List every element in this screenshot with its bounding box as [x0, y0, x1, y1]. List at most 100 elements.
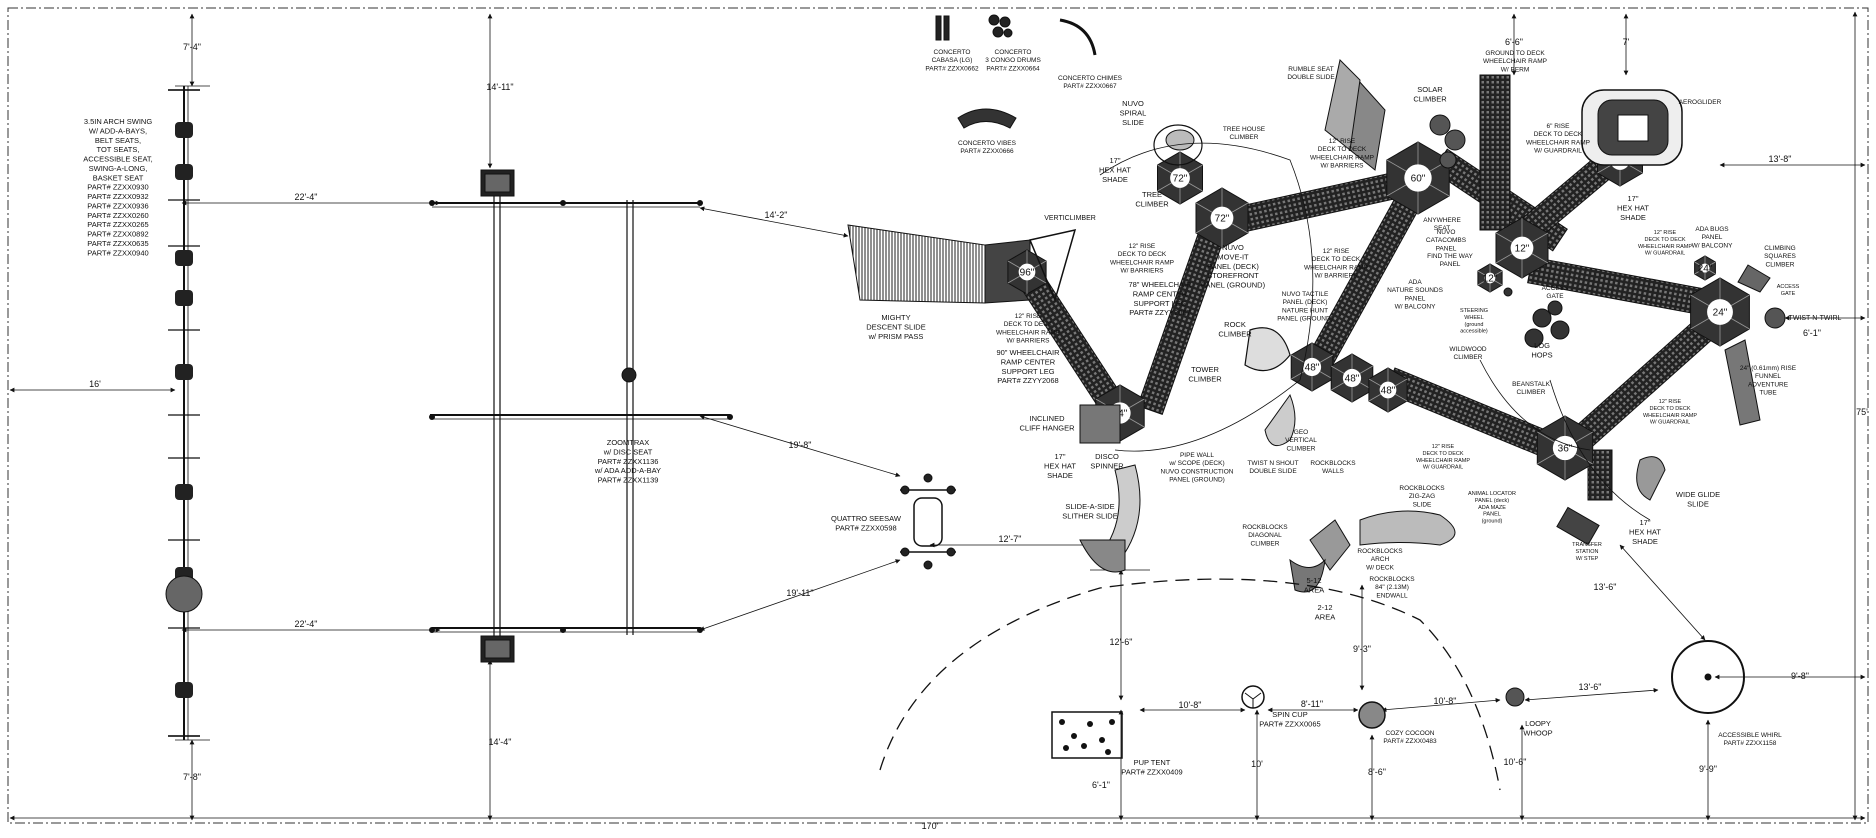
- animal-locator-label: (ground): [1482, 519, 1503, 525]
- swing-seat: [175, 164, 193, 180]
- loopy-whoop-label: WHOOP: [1523, 728, 1552, 737]
- tactile-panel-label: NATURE HUNT: [1282, 307, 1328, 314]
- ramp-label: DECK TO DECK: [1534, 131, 1583, 138]
- hex-hat-label: HEX HAT: [1617, 203, 1649, 212]
- seesaw-label: PART# ZZXX0598: [835, 523, 896, 532]
- dimension-label: 12'-7": [999, 534, 1022, 544]
- swing-seat: [175, 364, 193, 380]
- ramp-label: 12" RISE: [1329, 138, 1356, 145]
- zoomtrax-label: PART# ZZXX1136: [598, 457, 659, 466]
- rockblocks-label: W/ DECK: [1366, 564, 1394, 571]
- ramp-label: 12" RISE: [1129, 243, 1156, 250]
- zoomtrax-post: [727, 414, 733, 420]
- loopy-whoop: [1505, 687, 1525, 707]
- tactile-panel-label: PANEL (GROUND): [1277, 315, 1333, 322]
- tent-hole: [1063, 745, 1069, 751]
- funnel-tube-label: FUNNEL: [1755, 373, 1781, 380]
- spiral-slide-label: NUVO: [1122, 99, 1144, 108]
- log-hops-label: HOPS: [1531, 350, 1552, 359]
- zoomtrax-label: w/ ADA ADD-A-BAY: [594, 466, 661, 475]
- swing-label: PART# ZZXX0940: [87, 248, 148, 257]
- swing-label: BASKET SEAT: [93, 173, 144, 182]
- inclined-cliff-label: INCLINED: [1029, 414, 1065, 423]
- access-gate-label: ACCESS: [1777, 284, 1800, 290]
- ramp-label: WHEELCHAIR RAMP: [1643, 413, 1697, 419]
- area-separator: [879, 578, 1501, 791]
- twist-shout-label: DOUBLE SLIDE: [1249, 468, 1297, 475]
- ada-nature-label: NATURE SOUNDS: [1387, 287, 1444, 294]
- area-label: 5-12: [1306, 576, 1321, 585]
- ramp-label: 12" RISE: [1659, 399, 1682, 405]
- hex-hat-label: SHADE: [1620, 213, 1646, 222]
- ramp-label: DECK TO DECK: [1644, 237, 1685, 243]
- accessible-whirl: [1671, 640, 1745, 714]
- ramp-label: W/ GUARDRAIL: [1423, 465, 1463, 471]
- dimension-label: 8'-11": [1301, 699, 1323, 709]
- tactile-panel-label: NUVO TACTILE: [1282, 291, 1329, 298]
- deck-height-marker: [1379, 381, 1397, 399]
- dimension-label: 13'-8": [1769, 154, 1792, 164]
- ramp-label: WHEELCHAIR RAMP: [1416, 458, 1470, 464]
- ramp-label: DECK TO DECK: [1649, 406, 1690, 412]
- find-way-label: PANEL: [1440, 261, 1461, 268]
- dimension-label: 10': [1251, 759, 1263, 769]
- deck-height-marker: [1342, 368, 1362, 388]
- dimension-label: 170': [922, 821, 939, 831]
- rockblocks-label: ROCKBLOCKS: [1399, 485, 1445, 492]
- dimension-label: 12'-6": [1110, 637, 1133, 647]
- concerto-instruments: [935, 14, 1097, 129]
- deck-height-marker: [1484, 272, 1496, 284]
- pipe-wall-label: w/ SCOPE (DECK): [1168, 460, 1224, 467]
- ramp-label: WHEELCHAIR RAMP: [1304, 264, 1368, 271]
- deck-height: 12": [1483, 274, 1498, 285]
- ramp-label: DECK TO DECK: [1004, 321, 1053, 328]
- deck-height-marker: [1404, 164, 1432, 192]
- dimension-label: 19'-11": [786, 588, 813, 598]
- spin-cup-label: PART# ZZXX0065: [1259, 719, 1320, 728]
- rockblocks-label: ZIG-ZAG: [1409, 493, 1435, 500]
- vibes-label: PART# ZZXX0666: [960, 148, 1014, 155]
- deck-height-marker: [1018, 263, 1036, 281]
- deck-height-marker: [1700, 263, 1710, 273]
- spin-cup-label: SPIN CUP: [1272, 710, 1307, 719]
- rockblocks-label: ROCKBLOCKS: [1369, 576, 1415, 583]
- dimension-label: 6'-6": [1505, 37, 1523, 47]
- ada-nature-label: ADA: [1408, 279, 1422, 286]
- ramp-label: WHEELCHAIR RAMP: [1526, 139, 1590, 146]
- ramp-label: 6" RISE: [1547, 123, 1571, 130]
- ramp-label: WHEELCHAIR RAMP: [1638, 244, 1692, 250]
- pup-tent-label: PUP TENT: [1134, 758, 1171, 767]
- deck-height-marker: [1210, 206, 1234, 230]
- area-label: AREA: [1304, 585, 1324, 594]
- access-gate-label: ACCESS: [1542, 285, 1569, 292]
- ada-nature-label: PANEL: [1405, 295, 1426, 302]
- solar-climber-label: CLIMBER: [1413, 94, 1447, 103]
- tower-climber-label: TOWER: [1191, 365, 1219, 374]
- animal-locator-label: ANIMAL LOCATOR: [1468, 491, 1516, 497]
- ramp-label: DECK TO DECK: [1422, 451, 1463, 457]
- mighty-slide-label: w/ PRISM PASS: [868, 332, 924, 341]
- zoomtrax-post: [697, 627, 703, 633]
- disco-spinner-label: DISCO: [1095, 452, 1119, 461]
- dimension-label: 9'-9": [1699, 764, 1717, 774]
- ramp-label: 12" RISE: [1015, 313, 1042, 320]
- wheelchair-ramp-label: RAMP CENTER: [1001, 357, 1056, 366]
- zoomtrax-label: ZOOMTRAX: [607, 438, 650, 447]
- catacombs-label: PANEL: [1436, 245, 1457, 252]
- zoomtrax-post: [560, 200, 566, 206]
- dimension-label: 6'-1": [1092, 780, 1110, 790]
- vibes-label: CONCERTO VIBES: [958, 140, 1017, 147]
- funnel-tube-label: 24" (0.61mm) RISE: [1740, 365, 1797, 372]
- swing-label: ACCESSIBLE SEAT,: [83, 155, 152, 164]
- deck-height: 72": [1215, 214, 1230, 225]
- catacombs-label: NUVO: [1437, 229, 1456, 236]
- hex-hat-label: SHADE: [1102, 175, 1128, 184]
- animal-locator-label: PANEL: [1483, 512, 1501, 518]
- zoomtrax-label: w/ DISC SEAT: [603, 447, 653, 456]
- dimension-label: 75': [1856, 407, 1868, 417]
- wide-glide-label: SLIDE: [1687, 499, 1709, 508]
- deck-height: 36": [1558, 444, 1573, 455]
- tactile-panel-label: PANEL (DECK): [1283, 299, 1328, 306]
- pipe-wall-label: NUVO CONSTRUCTION: [1161, 468, 1234, 475]
- tent-hole: [1105, 749, 1111, 755]
